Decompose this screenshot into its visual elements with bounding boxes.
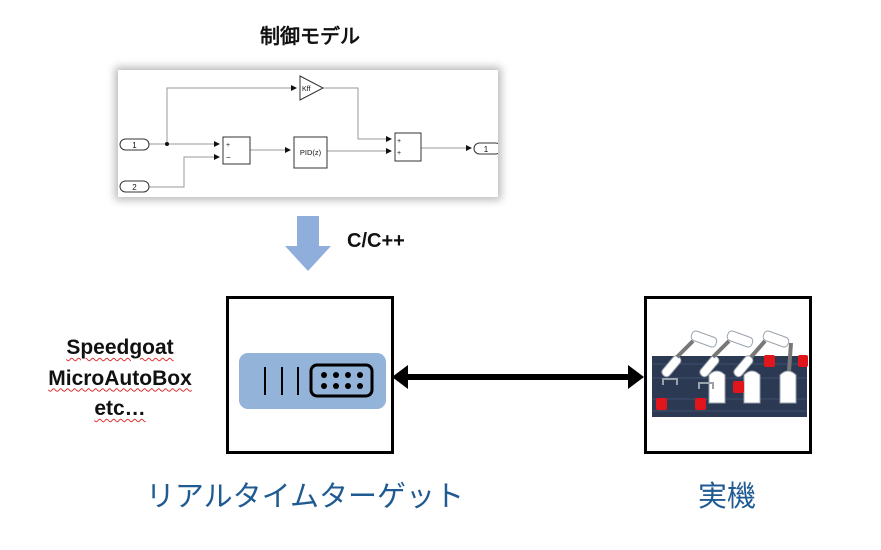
real-machine-caption: 実機: [697, 479, 756, 513]
robot-arms-conveyor-illustration: [652, 330, 808, 417]
realtime-target-caption: リアルタイムターゲット: [145, 479, 465, 513]
svg-text:1: 1: [484, 145, 489, 154]
hardware-example-microautobox: MicroAutoBox: [48, 366, 192, 390]
block-diagram-svg: 1 2 + − Kff PID(z) + +: [119, 75, 498, 193]
down-arrow-icon: [285, 216, 331, 271]
svg-text:+: +: [226, 142, 230, 149]
svg-text:2: 2: [132, 183, 137, 192]
sum-block-1[interactable]: + −: [222, 136, 251, 165]
bidirectional-arrow-icon: [392, 365, 644, 389]
signal-line-gain-sum2: [323, 87, 392, 142]
svg-text:+: +: [397, 138, 401, 145]
code-generation-label: C/C++: [347, 230, 405, 252]
realtime-target-box: [226, 296, 394, 454]
real-machine-box: [644, 296, 812, 454]
realtime-target-device-icon: [239, 353, 386, 409]
target-hardware-list: Speedgoat MicroAutoBox etc…: [20, 333, 220, 425]
svg-text:PID(z): PID(z): [300, 148, 322, 157]
control-model-title: 制御モデル: [260, 24, 360, 48]
svg-text:+: +: [397, 150, 401, 157]
svg-text:1: 1: [132, 141, 137, 150]
branch-point: [165, 142, 169, 146]
control-model-diagram: 1 2 + − Kff PID(z) + +: [118, 70, 498, 197]
svg-text:−: −: [226, 153, 231, 162]
gain-block[interactable]: Kff: [299, 75, 325, 101]
hardware-example-etc: etc…: [94, 397, 146, 420]
signal-line-in2: [149, 154, 220, 188]
inport-2[interactable]: 2: [119, 180, 150, 193]
pid-controller-block[interactable]: PID(z): [293, 136, 328, 169]
signal-line-branch-gain: [166, 85, 297, 144]
svg-text:Kff: Kff: [302, 86, 310, 93]
outport-1[interactable]: 1: [473, 142, 498, 155]
sum-block-2[interactable]: + +: [394, 132, 422, 162]
hardware-example-speedgoat: Speedgoat: [66, 336, 174, 359]
inport-1[interactable]: 1: [119, 138, 150, 151]
